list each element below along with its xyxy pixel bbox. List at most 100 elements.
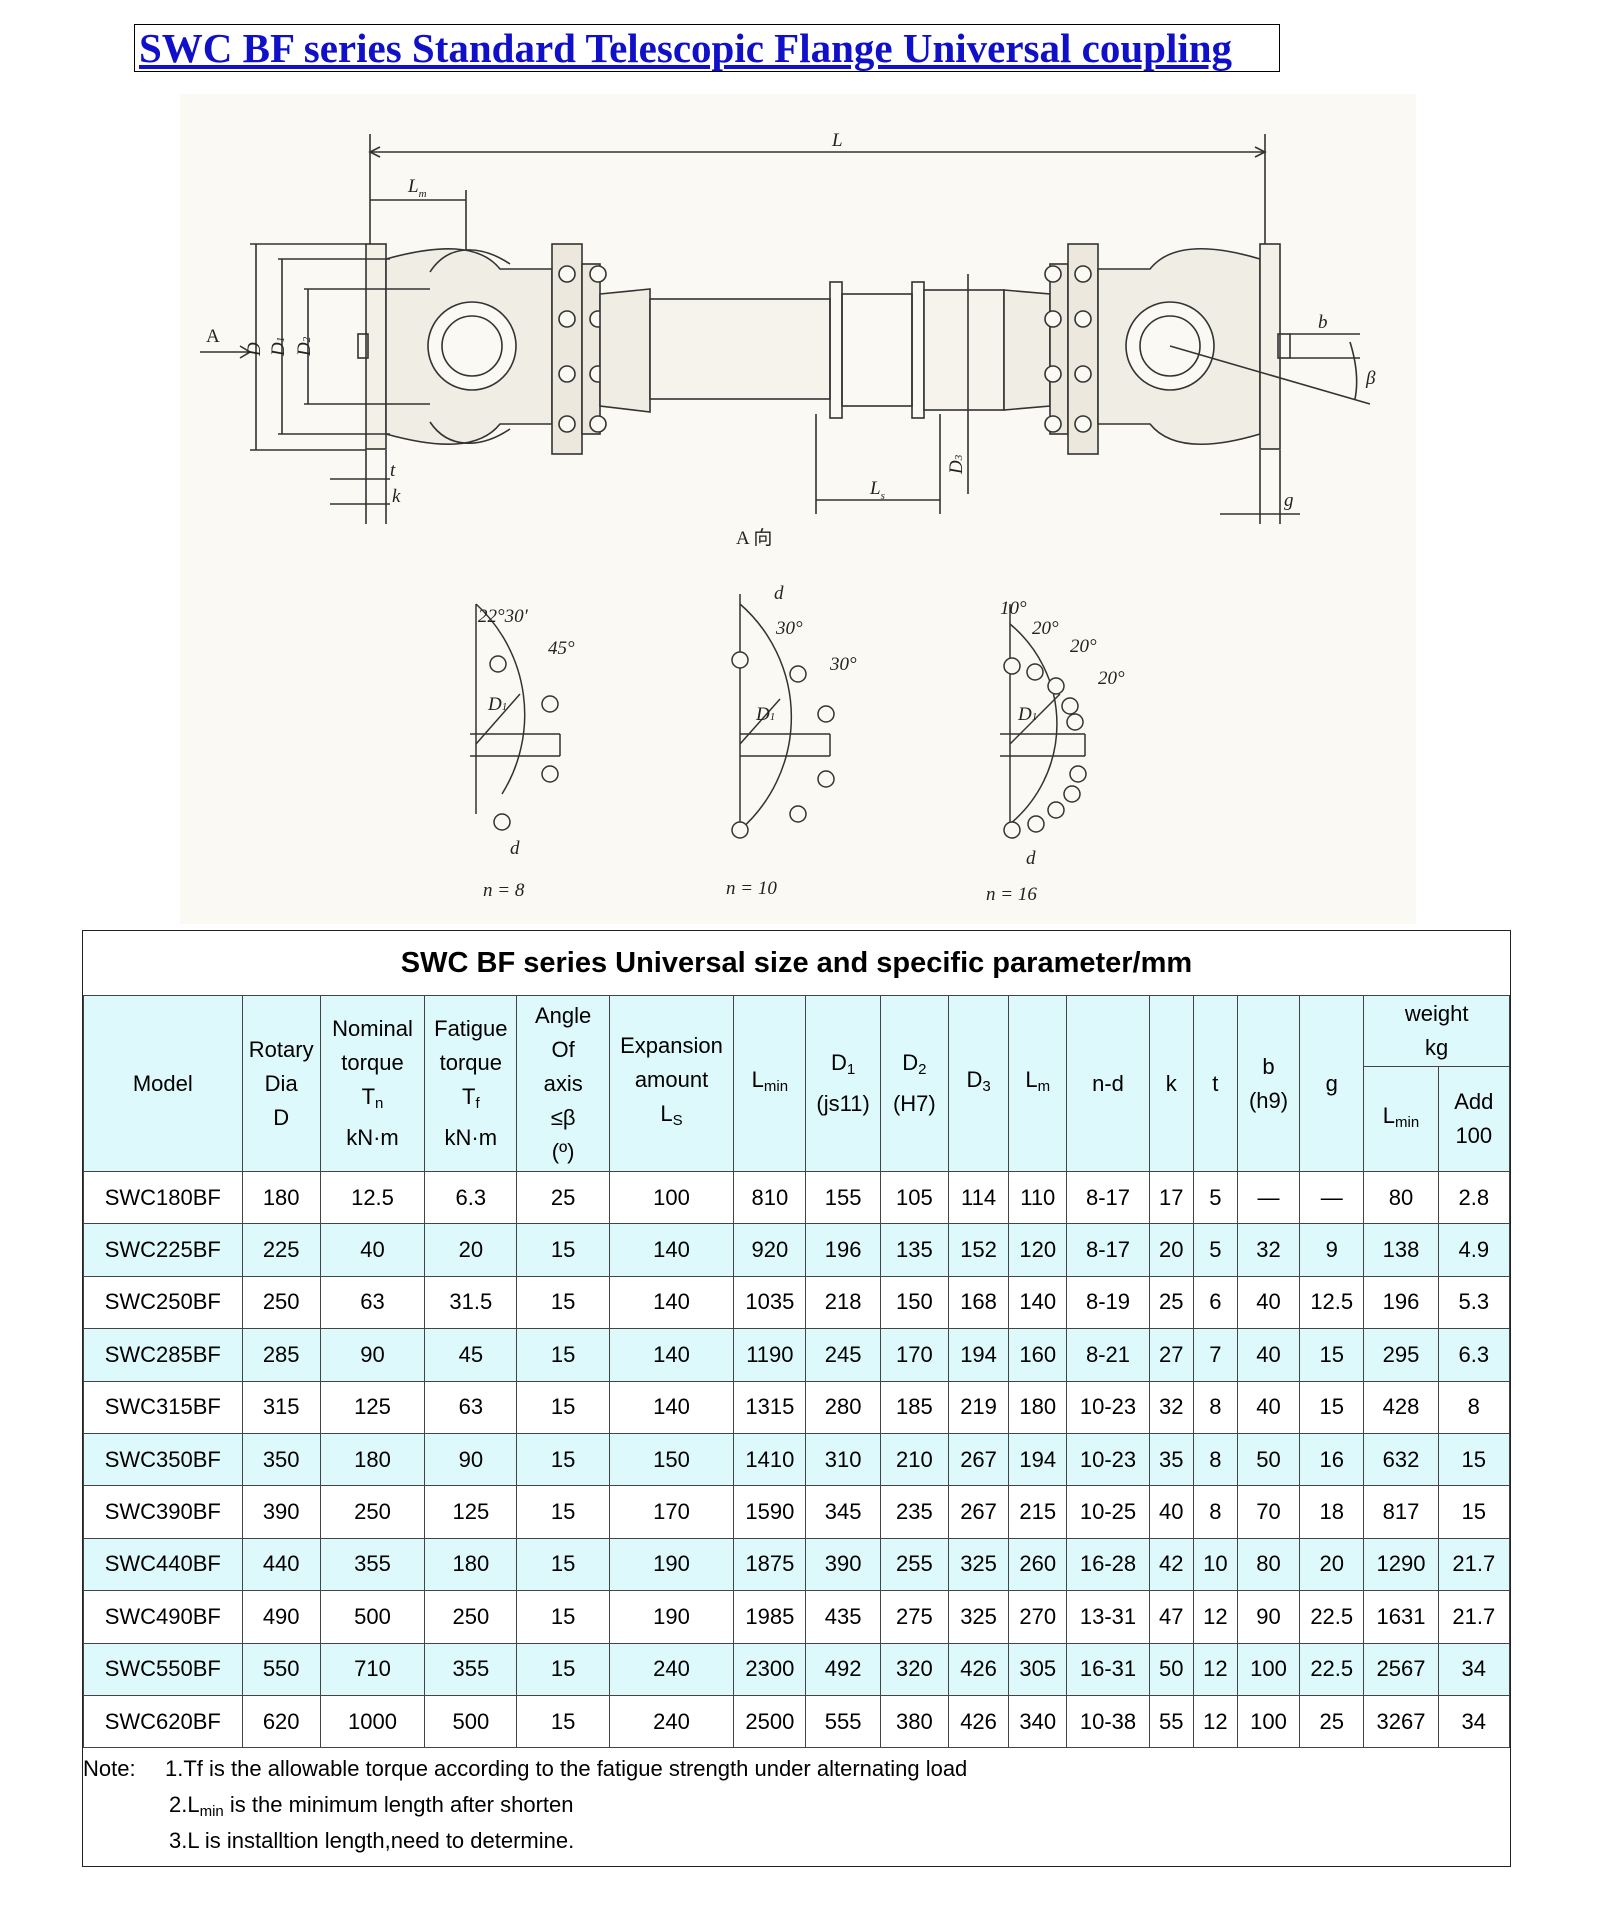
table-cell: 710 — [319, 1642, 426, 1696]
table-cell: 190 — [608, 1537, 735, 1592]
table-cell: 27 — [1148, 1328, 1194, 1382]
n16-angle-3: 20° — [1070, 636, 1097, 657]
table-cell: 255 — [879, 1537, 949, 1592]
table-cell: 110 — [1008, 1170, 1068, 1225]
table-cell: 105 — [879, 1170, 949, 1225]
n16-angle-2: 20° — [1032, 618, 1059, 639]
table-cell: 80 — [1236, 1537, 1301, 1592]
header-g: g — [1299, 995, 1365, 1172]
table-cell: 1035 — [733, 1275, 807, 1330]
flange-view-n10 — [731, 594, 835, 839]
table-cell: 34 — [1437, 1642, 1511, 1696]
table-cell: 215 — [1008, 1485, 1068, 1539]
table-cell: 140 — [1008, 1275, 1068, 1330]
table-cell: 15 — [1437, 1485, 1511, 1539]
table-cell: 12.5 — [1299, 1275, 1365, 1330]
table-cell: 8 — [1437, 1380, 1511, 1434]
table-cell: SWC250BF — [83, 1275, 243, 1330]
table-cell: 8 — [1192, 1380, 1238, 1434]
table-cell: 435 — [805, 1590, 881, 1644]
table-cell: 40 — [1236, 1328, 1301, 1382]
note-1: 1.Tf is the allowable torque according t… — [165, 1756, 968, 1781]
table-cell: 250 — [424, 1590, 518, 1644]
header-weight-lmin: Lmin — [1363, 1066, 1439, 1172]
table-cell: 45 — [424, 1328, 518, 1382]
table-cell: 8 — [1192, 1432, 1238, 1487]
table-cell: 80 — [1363, 1170, 1439, 1225]
table-cell: 632 — [1363, 1432, 1439, 1487]
table-cell: 4.9 — [1437, 1223, 1511, 1277]
table-cell: 100 — [1236, 1694, 1301, 1749]
table-cell: 155 — [805, 1170, 881, 1225]
table-cell: 185 — [879, 1380, 949, 1434]
table-cell: 90 — [424, 1432, 518, 1487]
n10-angle-2: 30° — [829, 654, 857, 675]
table-cell: 90 — [319, 1328, 426, 1382]
table-cell: 125 — [424, 1485, 518, 1539]
table-cell: 218 — [805, 1275, 881, 1330]
table-cell: 135 — [879, 1223, 949, 1277]
table-cell: SWC225BF — [83, 1223, 243, 1277]
table-cell: 12 — [1192, 1642, 1238, 1696]
table-cell: 325 — [947, 1590, 1010, 1644]
n10-angle-1: 30° — [775, 618, 803, 639]
table-cell: 8 — [1192, 1485, 1238, 1539]
table-cell: 15 — [516, 1590, 610, 1644]
table-cell: 50 — [1148, 1642, 1194, 1696]
table-cell: 13-31 — [1066, 1590, 1150, 1644]
table-cell: 390 — [241, 1485, 321, 1539]
table-cell: 2300 — [733, 1642, 807, 1696]
label-D1: D1 — [268, 337, 289, 357]
table-cell: 160 — [1008, 1328, 1068, 1382]
table-cell: 305 — [1008, 1642, 1068, 1696]
table-cell: SWC315BF — [83, 1380, 243, 1434]
table-cell: 295 — [1363, 1328, 1439, 1382]
table-cell: 7 — [1192, 1328, 1238, 1382]
table-cell: 170 — [879, 1328, 949, 1382]
table-cell: 245 — [805, 1328, 881, 1382]
table-cell: SWC390BF — [83, 1485, 243, 1539]
n8-label: n = 8 — [483, 880, 525, 901]
table-cell: 6.3 — [424, 1170, 518, 1225]
table-cell: 12.5 — [319, 1170, 426, 1225]
label-view-A: A 向 — [736, 527, 772, 549]
note-prefix: Note: — [83, 1756, 136, 1781]
n16-d: d — [1026, 848, 1036, 869]
table-cell: 210 — [879, 1432, 949, 1487]
table-cell: 270 — [1008, 1590, 1068, 1644]
table-cell: 1315 — [733, 1380, 807, 1434]
table-cell: 428 — [1363, 1380, 1439, 1434]
table-cell: 320 — [879, 1642, 949, 1696]
table-cell: 150 — [879, 1275, 949, 1330]
n8-angle-1: 22°30′ — [478, 606, 529, 627]
table-cell: 15 — [516, 1223, 610, 1277]
table-cell: 168 — [947, 1275, 1010, 1330]
coupling-assembly-drawing: L Lm D D1 D2 D3 Ls t k b β g A A 向 22°30… — [200, 130, 1376, 905]
label-beta: β — [1365, 368, 1376, 389]
table-cell: 47 — [1148, 1590, 1194, 1644]
table-cell: 10-23 — [1066, 1380, 1150, 1434]
table-cell: 15 — [1299, 1380, 1365, 1434]
table-cell: 817 — [1363, 1485, 1439, 1539]
table-cell: 40 — [1236, 1275, 1301, 1330]
table-cell: 12 — [1192, 1694, 1238, 1749]
label-L: L — [831, 130, 843, 151]
table-cell: 32 — [1236, 1223, 1301, 1277]
spec-table-panel: SWC BF series Universal size and specifi… — [82, 930, 1511, 1867]
table-cell: 310 — [805, 1432, 881, 1487]
table-cell: 90 — [1236, 1590, 1301, 1644]
table-cell: 194 — [1008, 1432, 1068, 1487]
n16-angle-4: 20° — [1098, 668, 1125, 689]
table-cell: 500 — [319, 1590, 426, 1644]
n16-angle-1: 10° — [1000, 598, 1027, 619]
table-cell: 18 — [1299, 1485, 1365, 1539]
label-t: t — [390, 460, 396, 481]
table-cell: 345 — [805, 1485, 881, 1539]
